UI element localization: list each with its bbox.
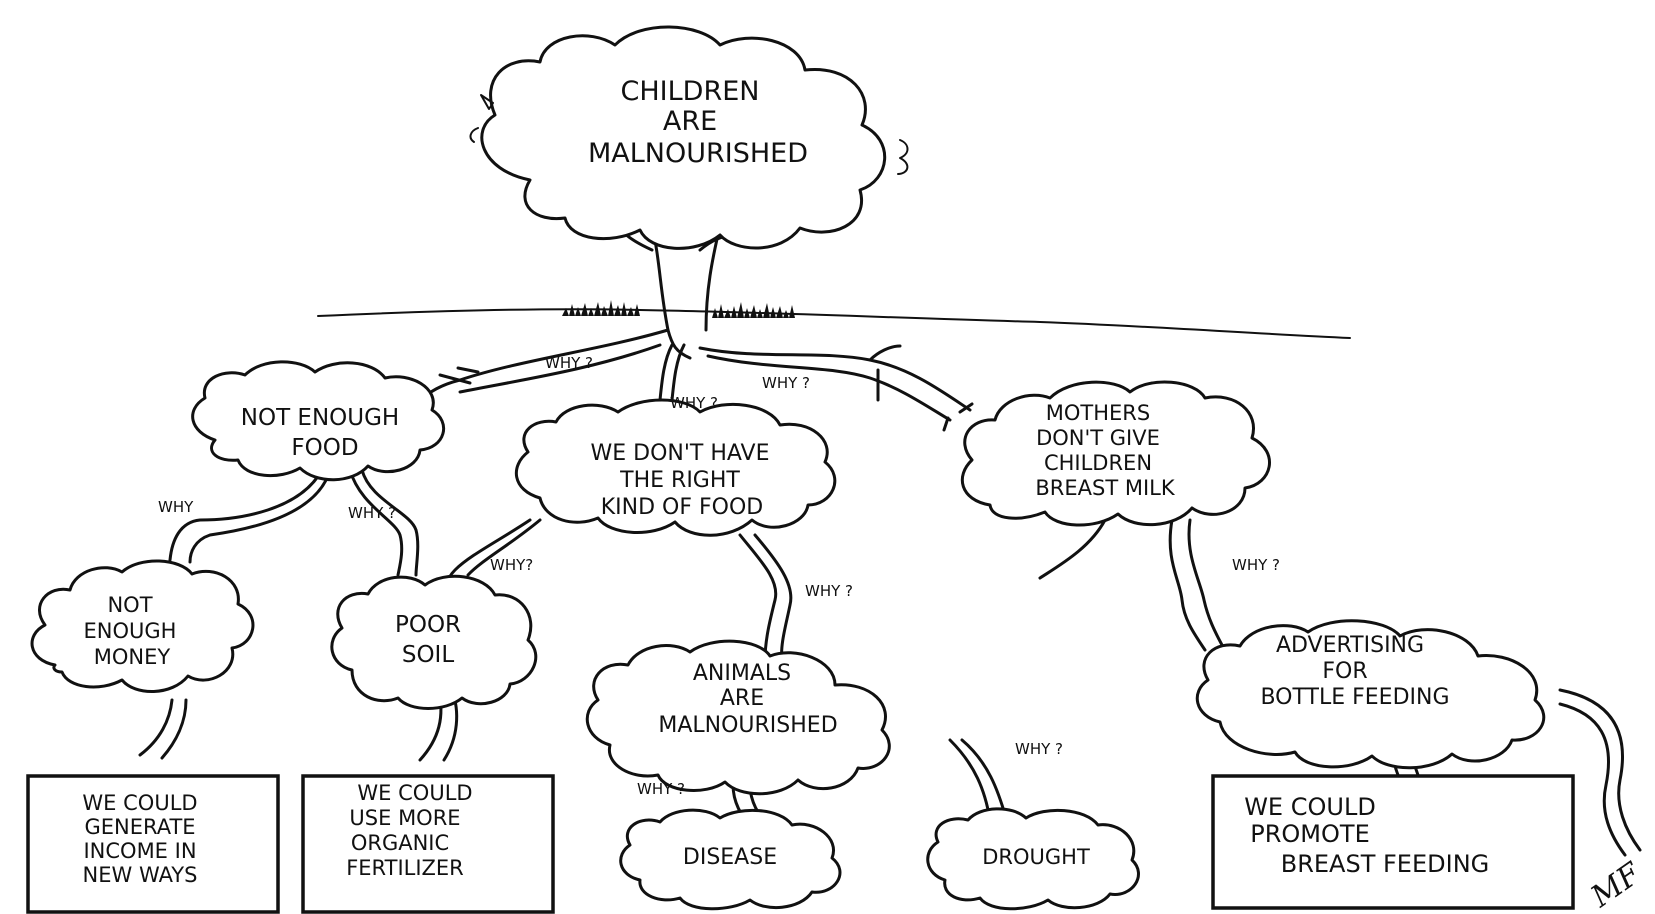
trunk-line-2: ARE xyxy=(663,106,717,137)
why-label-drought: WHY ? xyxy=(1015,740,1063,758)
solution-fertilizer-line-2: USE MORE xyxy=(349,806,460,830)
solution-income: WE COULD GENERATE INCOME IN NEW WAYS xyxy=(26,774,280,914)
why-label-animals: WHY ? xyxy=(805,582,853,600)
node-right-food: WE DON'T HAVE THE RIGHT KIND OF FOOD xyxy=(514,398,837,537)
node-soil-line-1: POOR xyxy=(395,612,461,638)
node-animals-line-3: MALNOURISHED xyxy=(658,713,837,738)
node-right-food-line-1: WE DON'T HAVE xyxy=(591,441,770,466)
node-money-line-3: MONEY xyxy=(94,645,171,669)
node-animals-line-1: ANIMALS xyxy=(693,661,791,686)
node-advertising-line-3: BOTTLE FEEDING xyxy=(1260,685,1449,710)
node-disease-label: DISEASE xyxy=(683,845,777,870)
why-label-advertising: WHY ? xyxy=(1232,556,1280,574)
node-breast-milk-line-3: CHILDREN xyxy=(1044,451,1152,475)
solution-breastfeeding-line-3: BREAST FEEDING xyxy=(1281,850,1490,878)
node-animals: ANIMALS ARE MALNOURISHED xyxy=(585,639,891,796)
solution-breastfeeding-line-1: WE COULD xyxy=(1244,793,1376,821)
node-breast-milk: MOTHERS DON'T GIVE CHILDREN BREAST MILK xyxy=(960,380,1271,527)
node-drought-label: DROUGHT xyxy=(982,845,1090,869)
grass-left xyxy=(562,300,640,316)
node-right-food-line-2: THE RIGHT xyxy=(619,468,740,493)
solution-income-line-2: GENERATE xyxy=(84,815,195,839)
why-label-food: WHY ? xyxy=(545,354,593,372)
why-label-disease: WHY ? xyxy=(637,780,685,798)
solution-fertilizer-line-4: FERTILIZER xyxy=(346,856,464,880)
node-advertising-line-2: FOR xyxy=(1322,659,1367,684)
node-breast-milk-line-4: BREAST MILK xyxy=(1035,476,1175,500)
node-soil-line-2: SOIL xyxy=(402,642,454,668)
node-right-food-line-3: KIND OF FOOD xyxy=(601,495,764,520)
node-poor-soil: POOR SOIL xyxy=(330,574,538,710)
why-label-right-food: WHY ? xyxy=(670,394,718,412)
trunk-cloud xyxy=(469,25,909,250)
solution-fertilizer-line-3: ORGANIC xyxy=(351,831,449,855)
node-not-enough-money: NOT ENOUGH MONEY xyxy=(30,559,255,693)
trunk-line-1: CHILDREN xyxy=(621,76,760,107)
node-drought: DROUGHT xyxy=(926,807,1140,911)
roots xyxy=(418,328,974,432)
node-not-enough-food-line-2: FOOD xyxy=(291,435,358,461)
node-advertising-line-1: ADVERTISING xyxy=(1276,633,1424,658)
node-breast-milk-line-2: DON'T GIVE xyxy=(1036,426,1160,450)
ground-line xyxy=(317,308,1351,339)
solution-breastfeeding-line-2: PROMOTE xyxy=(1250,820,1369,848)
solution-fertilizer: WE COULD USE MORE ORGANIC FERTILIZER xyxy=(301,774,555,914)
solution-fertilizer-line-1: WE COULD xyxy=(357,781,472,805)
solution-breastfeeding: WE COULD PROMOTE BREAST FEEDING xyxy=(1211,774,1575,910)
node-advertising: ADVERTISING FOR BOTTLE FEEDING xyxy=(1195,619,1546,770)
solution-income-line-1: WE COULD xyxy=(82,791,197,815)
node-breast-milk-line-1: MOTHERS xyxy=(1046,401,1150,425)
why-label-money: WHY xyxy=(158,498,194,516)
solution-income-line-4: NEW WAYS xyxy=(83,863,198,887)
signature: MF xyxy=(1584,856,1648,914)
grass-right xyxy=(712,302,795,318)
solution-income-line-3: INCOME IN xyxy=(83,839,196,863)
why-label-soil-left: WHY ? xyxy=(348,504,396,522)
why-label-soil-right: WHY? xyxy=(490,556,533,574)
why-label-breast-milk: WHY ? xyxy=(762,374,810,392)
trunk-line-3: MALNOURISHED xyxy=(588,138,808,169)
node-not-enough-food-line-1: NOT ENOUGH xyxy=(241,405,399,431)
node-money-line-1: NOT xyxy=(107,593,152,617)
node-money-line-2: ENOUGH xyxy=(84,619,177,643)
node-disease: DISEASE xyxy=(619,808,842,911)
node-animals-line-2: ARE xyxy=(720,686,764,711)
node-not-enough-food: NOT ENOUGH FOOD xyxy=(191,360,445,482)
